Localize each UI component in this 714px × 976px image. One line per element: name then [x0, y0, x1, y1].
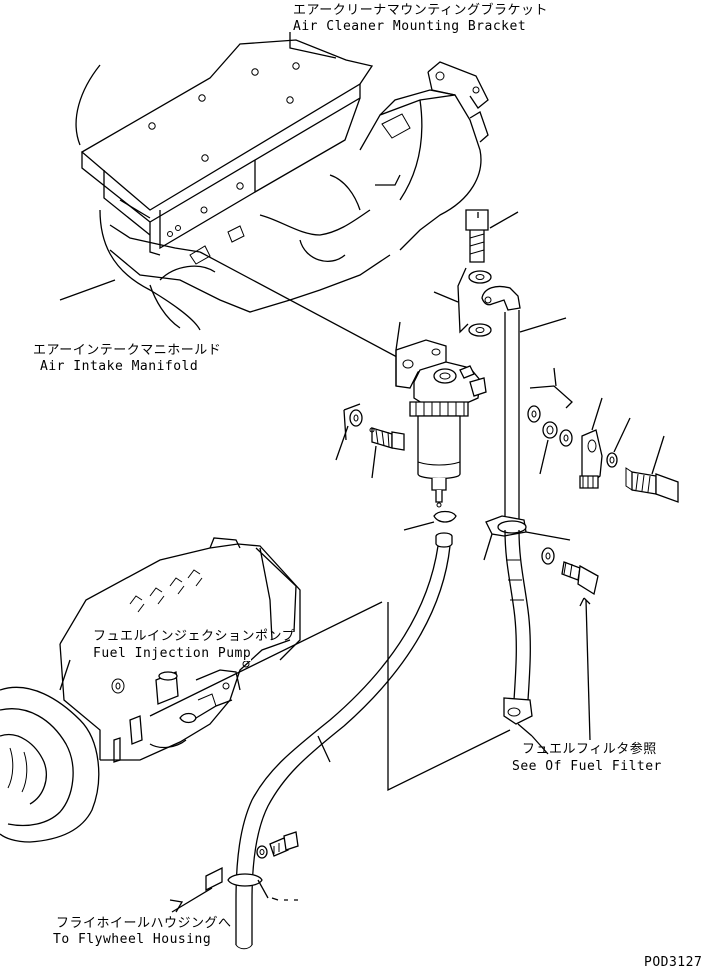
flywheel-housing-label-en: To Flywheel Housing — [53, 932, 212, 947]
pipe-clamp — [483, 515, 599, 741]
manifold-bracket-line — [199, 251, 413, 366]
air-cleaner-bracket-label-en: Air Cleaner Mounting Bracket — [293, 19, 527, 34]
fuel-injection-pump-label-jp: フュエルインジェクションポンプ — [93, 629, 296, 644]
fuel-injection-pump — [0, 537, 301, 843]
fuel-filter-ref-label-jp: フュエルフィルタ参照 — [522, 742, 657, 757]
air-cleaner-bracket-label-jp: エアークリーナマウンティングブラケット — [293, 3, 548, 18]
filter-bracket — [395, 321, 447, 389]
pump-connection-lines — [387, 602, 511, 792]
filter-inlet-hose — [235, 510, 457, 950]
air-intake-manifold-label-en: Air Intake Manifold — [40, 359, 199, 374]
bracket-leader — [289, 32, 337, 59]
flywheel-housing-label-jp: フライホイールハウジングへ — [56, 916, 232, 931]
return-hose — [503, 529, 549, 755]
banjo-bolt-upper — [433, 209, 519, 337]
fuel-return-pipe — [481, 285, 567, 530]
manifold-leader — [59, 279, 116, 301]
bolt-and-washer-left — [335, 403, 405, 479]
air-cleaner-mounting-bracket — [80, 39, 411, 265]
eye-joint-assembly — [527, 367, 679, 503]
air-intake-manifold — [75, 61, 489, 331]
drawing-code: POD3127 — [644, 955, 703, 970]
fuel-filter — [409, 361, 487, 508]
fuel-filter-ref-label-en: See Of Fuel Filter — [512, 759, 662, 774]
fuel-injection-pump-label-en: Fuel Injection Pump — [93, 646, 252, 661]
air-intake-manifold-label-jp: エアーインテークマニホールド — [33, 343, 222, 358]
flywheel-clamp — [169, 831, 299, 913]
